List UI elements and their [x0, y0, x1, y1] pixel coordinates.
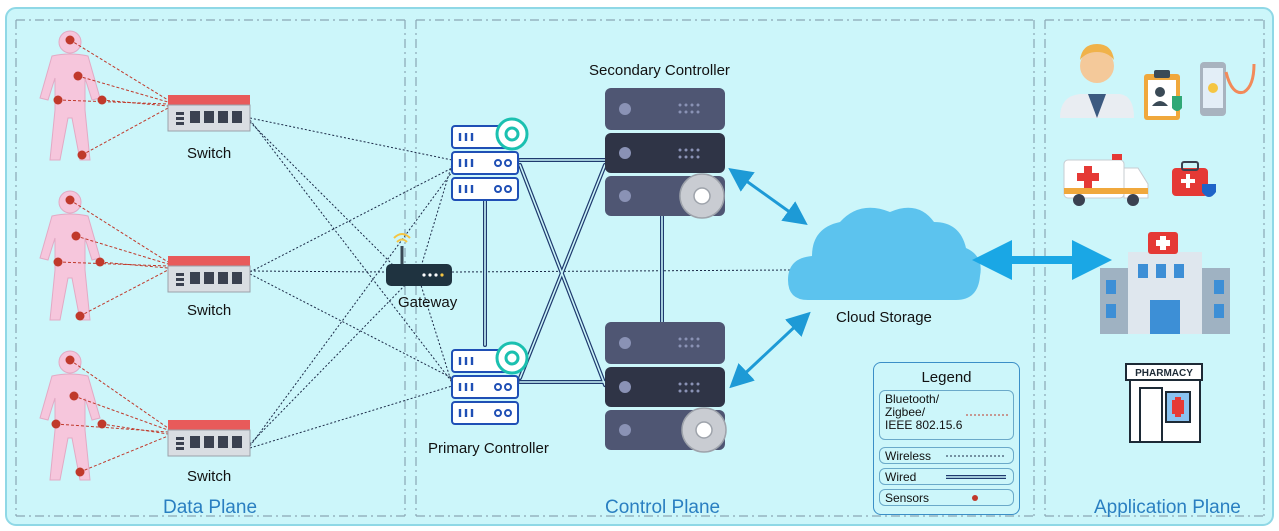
pharmacy-sign: PHARMACY [1135, 368, 1193, 379]
phone-stethoscope-icon [1200, 62, 1256, 116]
secondary-controller-label: Secondary Controller [589, 62, 730, 79]
legend-item-label: Wired [885, 470, 917, 484]
switch-icon [167, 95, 251, 132]
primary-controller-label: Primary Controller [428, 440, 549, 457]
first-aid-kit-icon [1172, 161, 1216, 197]
legend-item-wireless: Wireless [879, 447, 1014, 464]
legend-item-bluetooth: Bluetooth/ Zigbee/ IEEE 802.15.6 [879, 390, 1014, 440]
control-plane-label: Control Plane [605, 497, 721, 518]
cloud-icon [788, 207, 981, 300]
server-rack-icon [605, 322, 725, 450]
red-dot-symbol [972, 495, 978, 501]
arrow-secondary2-cloud [729, 311, 811, 389]
human-body-icon [39, 190, 101, 321]
legend-item-sensors: Sensors [879, 489, 1014, 506]
double-blue-line-symbol [946, 475, 1006, 479]
arrow-secondary-cloud [728, 168, 808, 225]
switch-icon [167, 256, 251, 293]
switch-label: Switch [187, 302, 232, 319]
ambulance-icon [1063, 154, 1149, 206]
cloud-storage-label: Cloud Storage [836, 309, 932, 326]
switch-label: Switch [187, 145, 232, 162]
application-plane-label: Application Plane [1094, 497, 1241, 518]
legend-item-label: Bluetooth/ Zigbee/ IEEE 802.15.6 [885, 392, 963, 432]
legend-item-label: Sensors [885, 491, 930, 505]
medical-record-icon [1144, 70, 1182, 120]
dotted-blue-line-symbol [946, 455, 1006, 457]
gear-icon [495, 341, 529, 375]
gear-icon [495, 117, 529, 151]
switch-label: Switch [187, 468, 232, 485]
dotted-red-line-symbol [966, 414, 1010, 416]
gateway-label: Gateway [398, 294, 458, 311]
gear-icon [681, 407, 727, 453]
gateway-router-icon [386, 233, 452, 286]
sensor-dots [51, 35, 107, 477]
pharmacy-icon: PHARMACY [1125, 363, 1203, 443]
sensor-links [55, 39, 169, 473]
doctor-icon [1060, 44, 1134, 118]
legend-item-label: Wireless [885, 449, 932, 463]
legend-title: Legend [921, 369, 972, 386]
legend-item-wired: Wired [879, 468, 1014, 485]
wireless-links [249, 117, 791, 449]
switch-icon [167, 420, 251, 457]
legend-box: Legend Bluetooth/ Zigbee/ IEEE 802.15.6 … [873, 362, 1020, 515]
gear-icon [679, 173, 725, 219]
data-plane-label: Data Plane [163, 497, 258, 518]
wired-links [483, 158, 664, 387]
hospital-icon [1100, 232, 1230, 334]
